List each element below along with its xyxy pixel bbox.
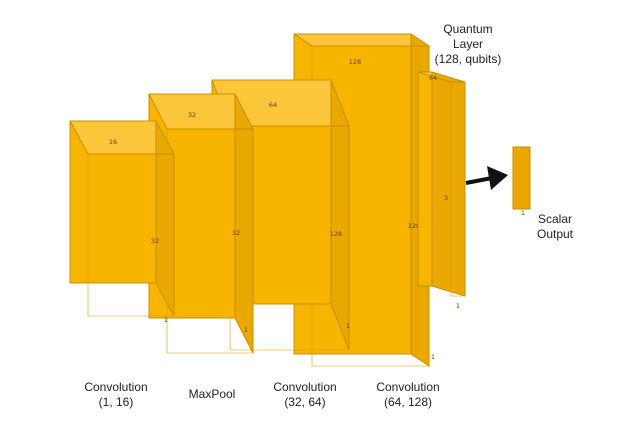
caption-conv1-shape: (1, 16) bbox=[98, 395, 134, 409]
scalar-output-line2: Output bbox=[536, 227, 574, 241]
quantum-layer-shape: (128, qubits) bbox=[434, 52, 502, 66]
conv1-block: 16 32 1 bbox=[69, 120, 175, 324]
conv2-block-height-label: 128 bbox=[330, 230, 342, 238]
caption-conv1-type: Convolution bbox=[84, 380, 148, 394]
conv2-block-width-label: 1 bbox=[346, 322, 350, 330]
conv1-block-front-face bbox=[70, 121, 156, 283]
maxpool-block-height-label: 32 bbox=[232, 229, 240, 237]
scalar-output-line1: Scalar bbox=[537, 212, 572, 226]
quantum-block-height-label: 3 bbox=[444, 194, 448, 202]
scalar-output-label: Scalar Output bbox=[537, 212, 573, 242]
caption-conv3-shape: (64, 128) bbox=[383, 395, 433, 409]
blocks-layer: 128 128 1 64 3 1 64 128 1 32 32 1 16 32 1 1 bbox=[69, 33, 531, 367]
maxpool-block-top-face bbox=[149, 94, 253, 129]
output-block-width-label: 1 bbox=[521, 209, 525, 217]
maxpool-block-depth-label: 32 bbox=[188, 111, 196, 119]
caption-conv3: Convolution (64, 128) bbox=[376, 380, 439, 410]
maxpool-block-side-face bbox=[235, 94, 253, 353]
conv2-block-top-face bbox=[212, 80, 349, 126]
conv2-block-side-face bbox=[331, 80, 349, 350]
quantum-layer-label: Quantum Layer (128, qubits) bbox=[435, 22, 502, 67]
conv3-block-depth-label: 128 bbox=[349, 58, 361, 66]
caption-conv1: Convolution (1, 16) bbox=[84, 380, 147, 410]
conv1-block-top-face bbox=[70, 121, 174, 154]
quantum-block-width-label: 1 bbox=[456, 302, 460, 310]
conv3-block-width-label: 1 bbox=[431, 353, 435, 361]
caption-conv2-type: Convolution bbox=[273, 380, 337, 394]
conv3-block-height-label: 128 bbox=[408, 222, 420, 230]
quantum-layer-title: Quantum bbox=[443, 22, 493, 36]
maxpool-block-width-label: 1 bbox=[244, 326, 248, 334]
quantum-block: 64 3 1 bbox=[417, 71, 466, 310]
caption-conv2-shape: (32, 64) bbox=[284, 395, 326, 409]
quantum-block-side-face bbox=[432, 72, 465, 296]
quantum-layer-subtitle: Layer bbox=[452, 37, 484, 51]
output-block-side-face bbox=[513, 147, 530, 209]
quantum-block-depth-label: 64 bbox=[429, 74, 437, 82]
quantum-block-front-face bbox=[418, 72, 432, 286]
conv1-block-hidden-edges bbox=[87, 154, 174, 317]
conv1-block-height-label: 32 bbox=[151, 237, 159, 245]
quantum-block-hidden-edges bbox=[450, 82, 465, 297]
conv2-block-depth-label: 64 bbox=[269, 101, 277, 109]
output-block: 1 bbox=[512, 146, 531, 217]
conv1-block-side-face bbox=[156, 121, 174, 316]
caption-maxpool: MaxPool bbox=[189, 387, 236, 402]
caption-conv3-type: Convolution bbox=[376, 380, 440, 394]
caption-maxpool-type: MaxPool bbox=[188, 387, 236, 401]
conv1-block-depth-label: 16 bbox=[109, 138, 117, 146]
conv1-block-width-label: 1 bbox=[164, 316, 168, 324]
output-block-edges bbox=[512, 146, 531, 210]
caption-conv2: Convolution (32, 64) bbox=[273, 380, 336, 410]
conv3-block-top-face bbox=[294, 34, 429, 46]
arrow-icon bbox=[465, 166, 508, 190]
